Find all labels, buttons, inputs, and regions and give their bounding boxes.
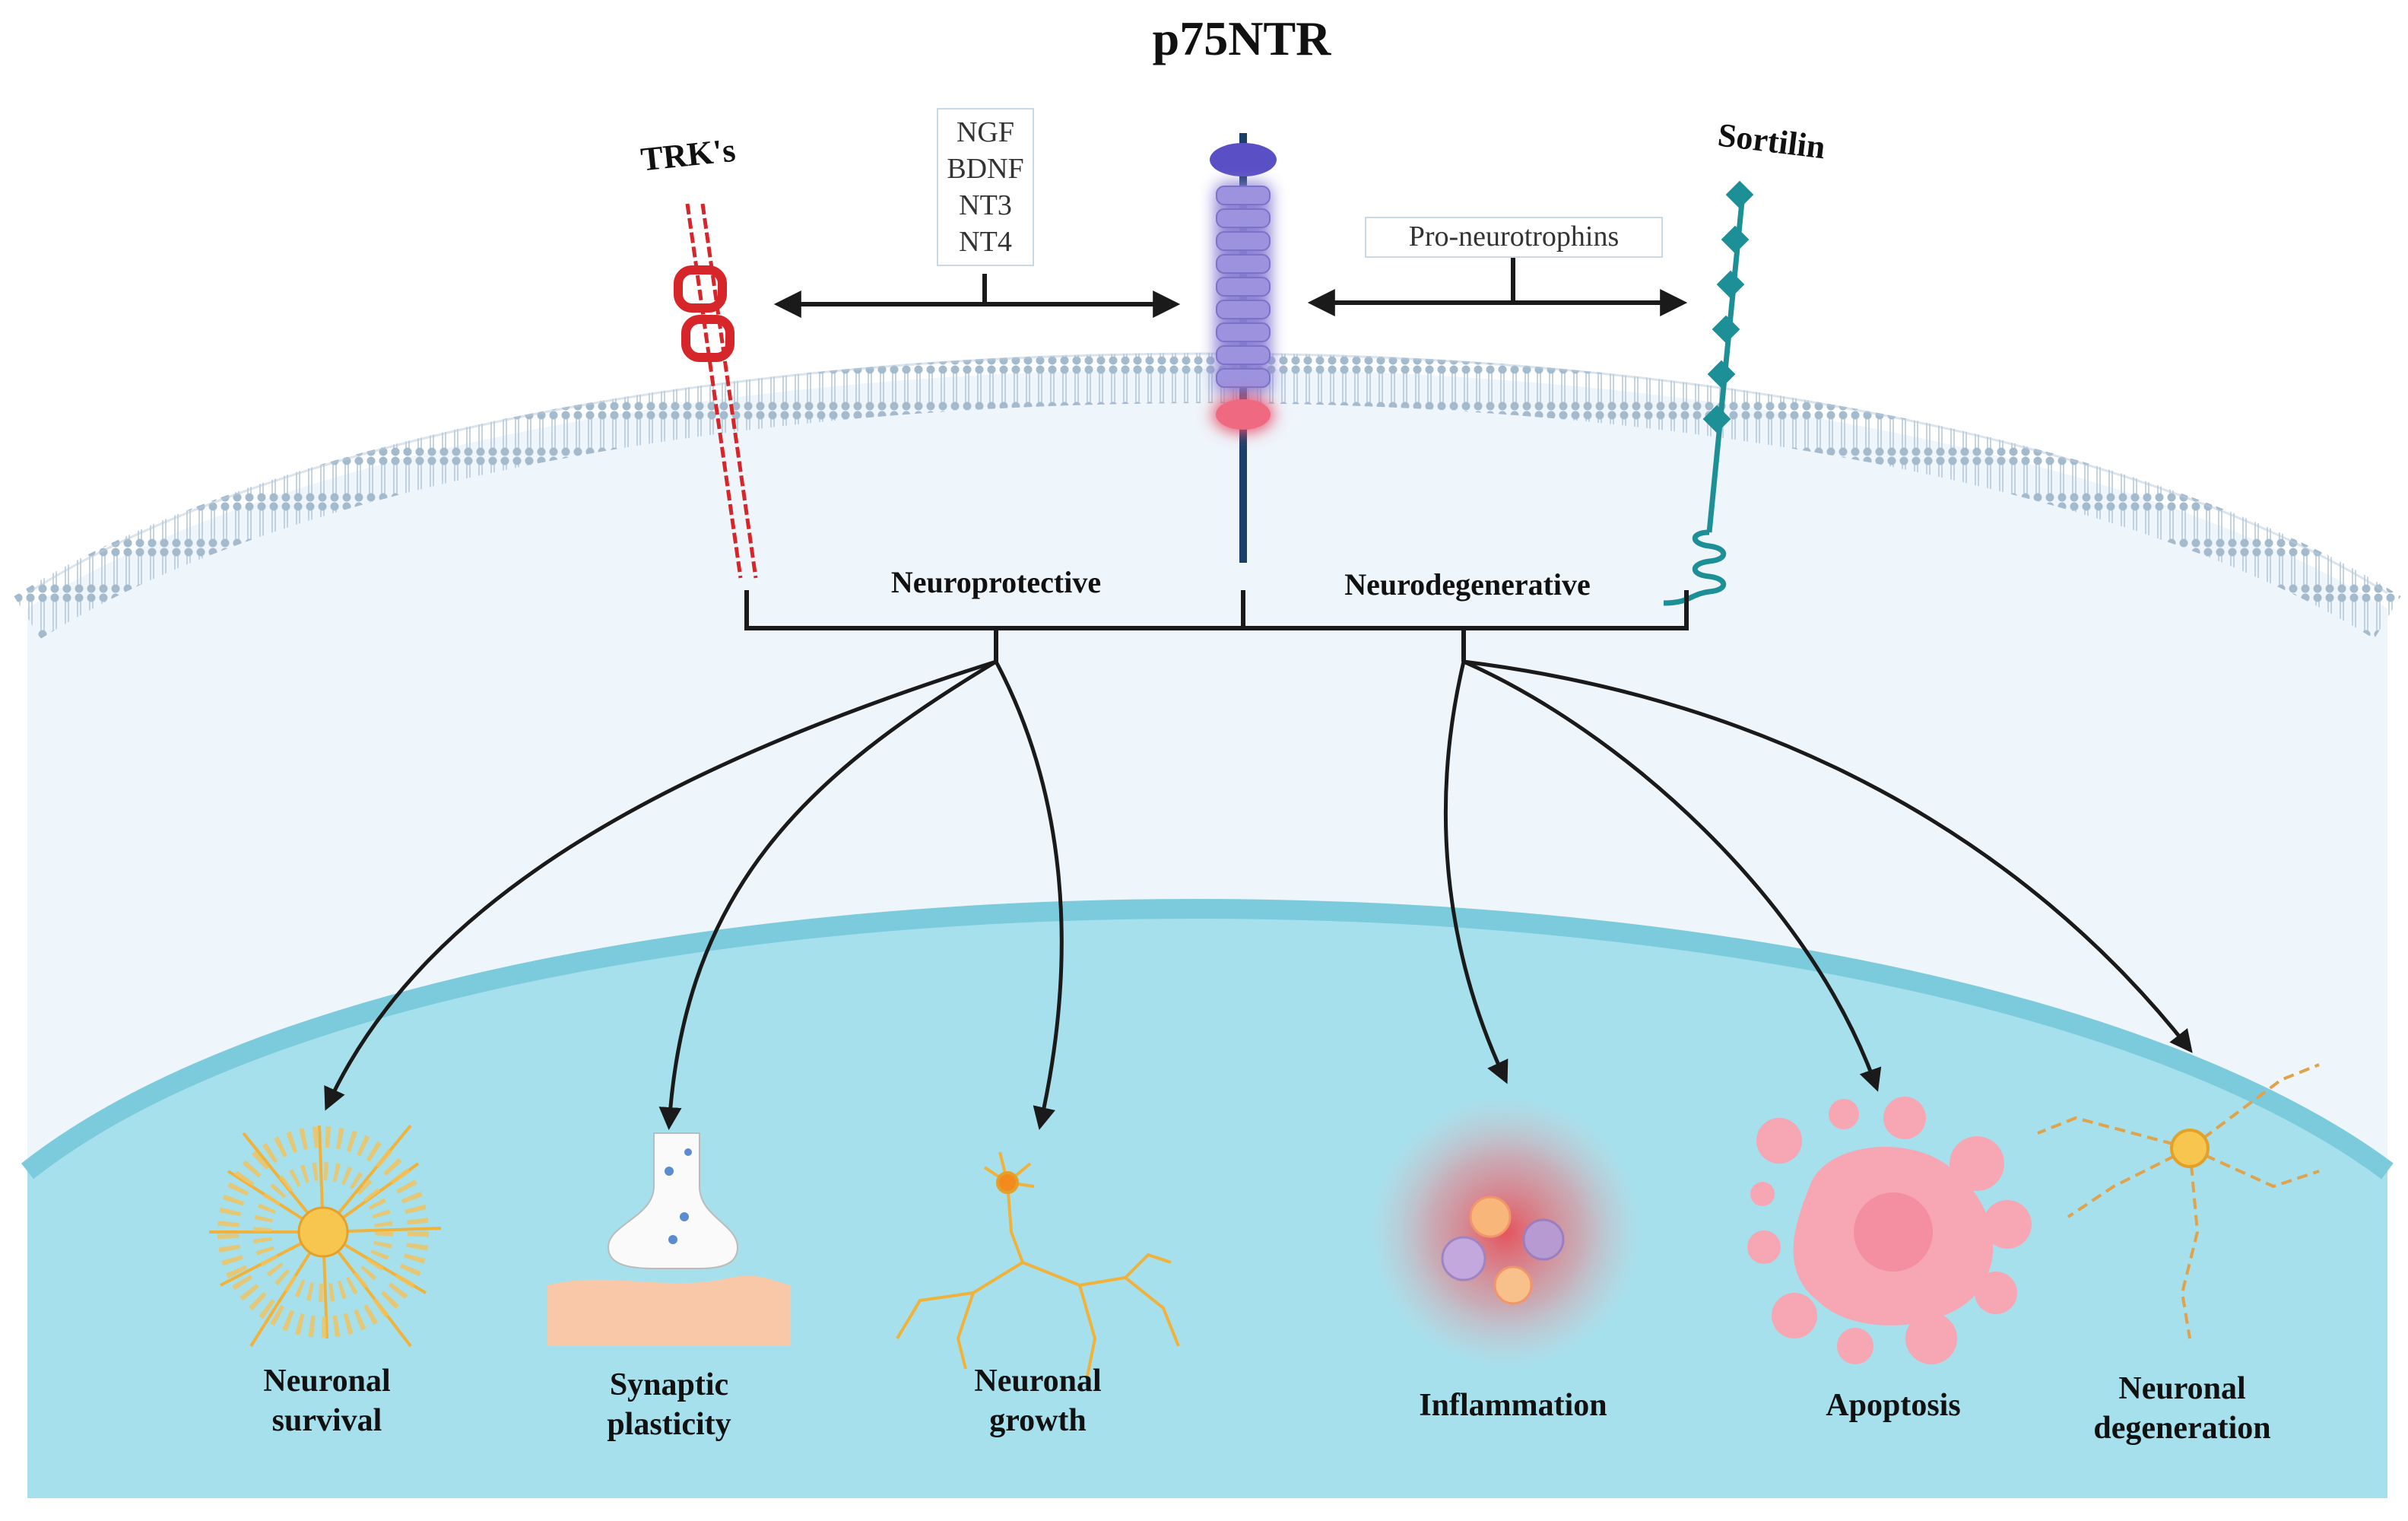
outcome-apoptosis: Apoptosis — [1826, 1388, 1961, 1423]
arrow-plasticity — [658, 659, 998, 1130]
synaptic-plasticity-icon — [547, 1132, 791, 1346]
trk-receptor — [674, 203, 758, 579]
nucleus — [27, 909, 2387, 1498]
arrow-survival — [324, 659, 997, 1111]
arrow-apoptosis — [1462, 659, 1882, 1092]
apoptosis-icon — [1747, 1097, 2032, 1364]
ligand-ngf: NGF — [956, 116, 1015, 148]
p75ntr-receptor — [1210, 133, 1277, 563]
inflammation-icon — [1369, 1095, 1642, 1369]
neurotrophin-list: NGF BDNF NT3 NT4 — [937, 108, 1034, 266]
neurodegenerative-label: Neurodegenerative — [1344, 567, 1591, 602]
ligand-bdnf: BDNF — [947, 153, 1024, 185]
neuronal-survival-icon — [209, 1124, 442, 1348]
ligand-nt4: NT4 — [959, 226, 1012, 258]
cell-membrane — [14, 353, 2401, 639]
arrow-inflammation — [1443, 661, 1509, 1084]
pro-neurotrophins-box: Pro-neurotrophins — [1365, 217, 1663, 258]
neuronal-degeneration-icon — [2037, 1063, 2320, 1339]
neuronal-growth-icon — [896, 1151, 1180, 1377]
arrow-growth — [994, 660, 1064, 1130]
diagram-title: p75NTR — [1152, 11, 1331, 65]
ligand-nt3: NT3 — [959, 189, 1012, 221]
outcome-inflammation: Inflammation — [1419, 1388, 1607, 1423]
ligand-arrows — [773, 255, 1688, 318]
ligand-pro: Pro-neurotrophins — [1408, 221, 1620, 252]
outcome-arrows — [324, 659, 2193, 1130]
neuroprotective-label: Neuroprotective — [890, 565, 1102, 599]
sortilin-receptor — [1663, 180, 1754, 606]
arrow-degeneration — [1463, 659, 2193, 1053]
pathway-bracket — [744, 590, 1689, 662]
